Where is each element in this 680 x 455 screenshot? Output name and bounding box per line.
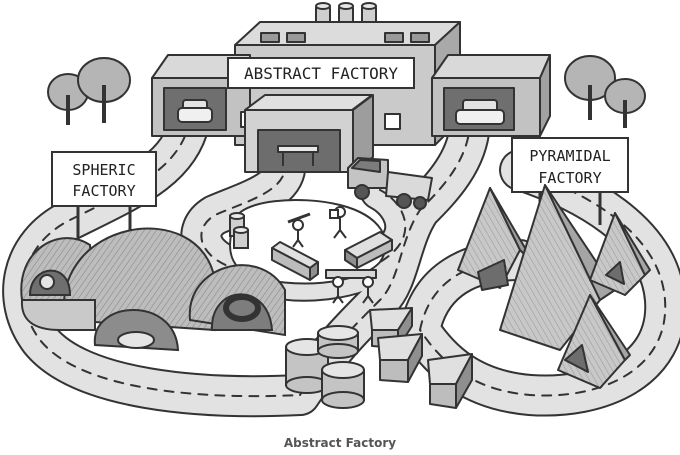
workers bbox=[287, 206, 374, 304]
main-factory-sign-text: ABSTRACT FACTORY bbox=[244, 64, 398, 83]
abstract-factory-illustration: ABSTRACT FACTORY SPHERIC FACTORY PYRAMID… bbox=[2, 2, 680, 418]
trees-left bbox=[47, 57, 131, 125]
pyramidal-sign-line2: FACTORY bbox=[538, 169, 601, 187]
delivery-truck bbox=[347, 157, 433, 210]
trees-right bbox=[564, 55, 646, 128]
disc-stacks bbox=[285, 325, 365, 409]
barrels bbox=[229, 212, 249, 249]
wedge-stacks bbox=[369, 307, 473, 409]
spheric-sign-line2: FACTORY bbox=[72, 182, 135, 200]
material-stacks bbox=[271, 231, 393, 281]
pyramidal-factory bbox=[457, 184, 651, 389]
spheric-factory bbox=[20, 227, 286, 352]
figure-caption: Abstract Factory bbox=[283, 436, 397, 450]
main-factory-sign: ABSTRACT FACTORY bbox=[227, 57, 415, 89]
spheric-sign-line1: SPHERIC bbox=[72, 161, 135, 179]
pyramidal-sign-line1: PYRAMIDAL bbox=[529, 147, 610, 165]
